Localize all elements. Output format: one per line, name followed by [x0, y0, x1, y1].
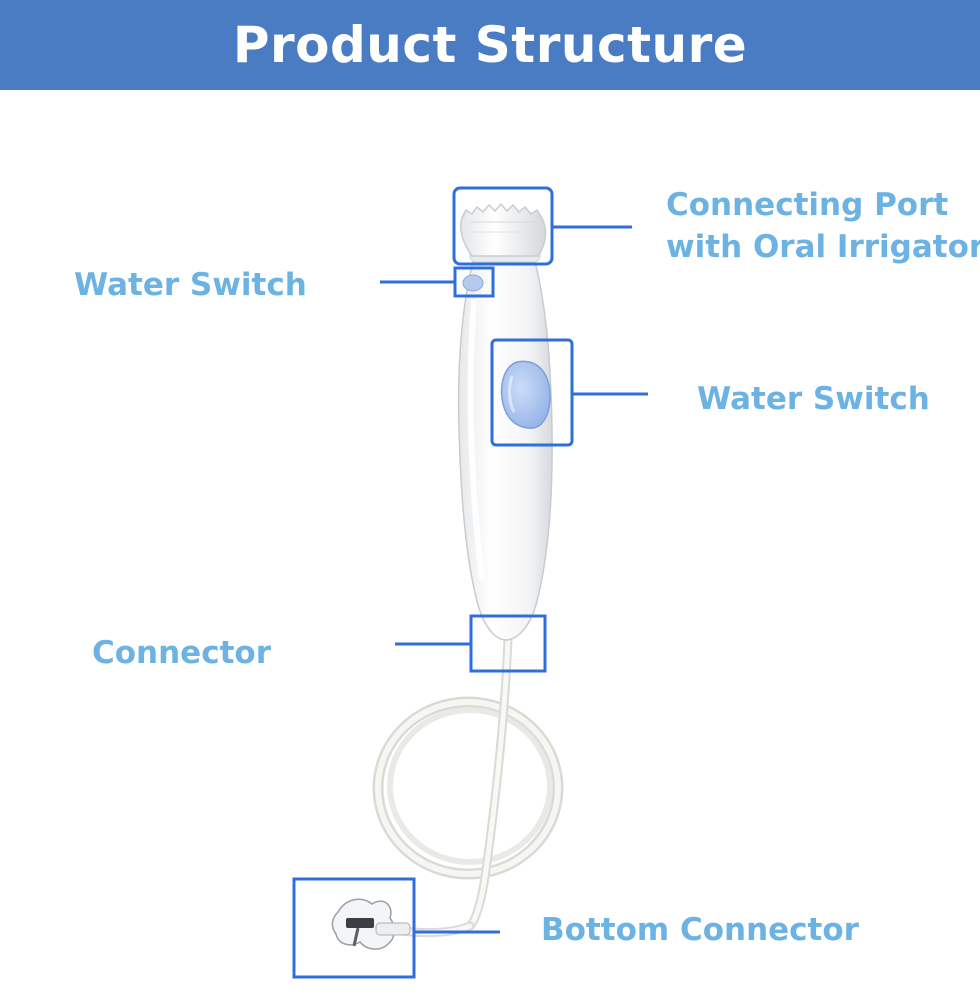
connecting-port-cap	[460, 202, 547, 263]
label-water-switch-left: Water Switch	[74, 267, 307, 303]
label-bottom-connector: Bottom Connector	[541, 912, 859, 948]
label-connector: Connector	[92, 635, 271, 671]
bottom-connector-part	[331, 898, 411, 950]
label-water-switch-right: Water Switch	[697, 381, 930, 417]
label-connecting-port: Connecting Port with Oral Irrigator	[666, 184, 980, 268]
title-banner: Product Structure	[0, 0, 980, 90]
small-water-switch	[462, 274, 484, 292]
label-connecting-port-line2: with Oral Irrigator	[666, 229, 980, 265]
leader-lines	[380, 225, 648, 934]
page-title: Product Structure	[232, 16, 748, 74]
callout-box-bottom-connector	[292, 877, 416, 979]
big-water-switch-button	[500, 360, 551, 429]
label-connecting-port-line1: Connecting Port	[666, 187, 949, 223]
hose-coil	[372, 696, 564, 880]
